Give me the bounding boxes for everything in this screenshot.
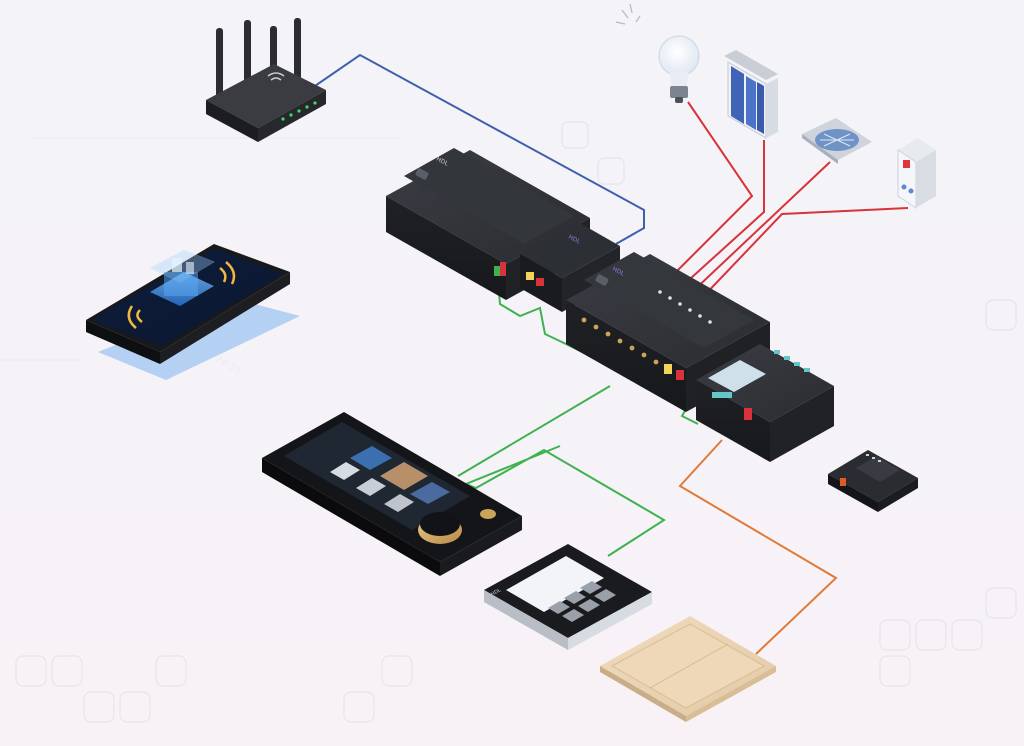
background-decoration [0,121,1017,723]
smartphone-icon [86,244,300,380]
wiring [311,53,909,655]
bus-wire-keypad [463,445,666,557]
touch-panel-icon: 16:55 [211,354,522,576]
keypad-icon: HDL [484,544,652,650]
power-wire-heater [699,207,909,301]
sensor-icon [828,450,918,512]
power-wire-bulb [667,101,754,281]
house-hologram-icon [148,249,216,306]
signal-wave-right-icon [219,261,236,285]
heater-icon [897,138,936,209]
ethernet-wire [311,53,645,245]
module-d [696,344,834,462]
touch-panel-time: 16:55 [211,354,245,376]
router-leds [281,101,317,121]
power-wire-fan [689,161,831,295]
light-bulb-icon [615,3,700,103]
curtain-icon [724,50,778,139]
dry-contact-wire [678,439,838,655]
wifi-router-icon [206,18,326,142]
wall-switch-icon [600,616,776,722]
power-wire-curtain [679,140,765,289]
bus-wire-panel [457,385,611,477]
keypad-brand: HDL [490,587,502,598]
exhaust-fan-icon [802,118,872,164]
signal-wave-left-icon [127,305,143,329]
din-rail-modules: HDL HDL HDL [386,148,834,462]
